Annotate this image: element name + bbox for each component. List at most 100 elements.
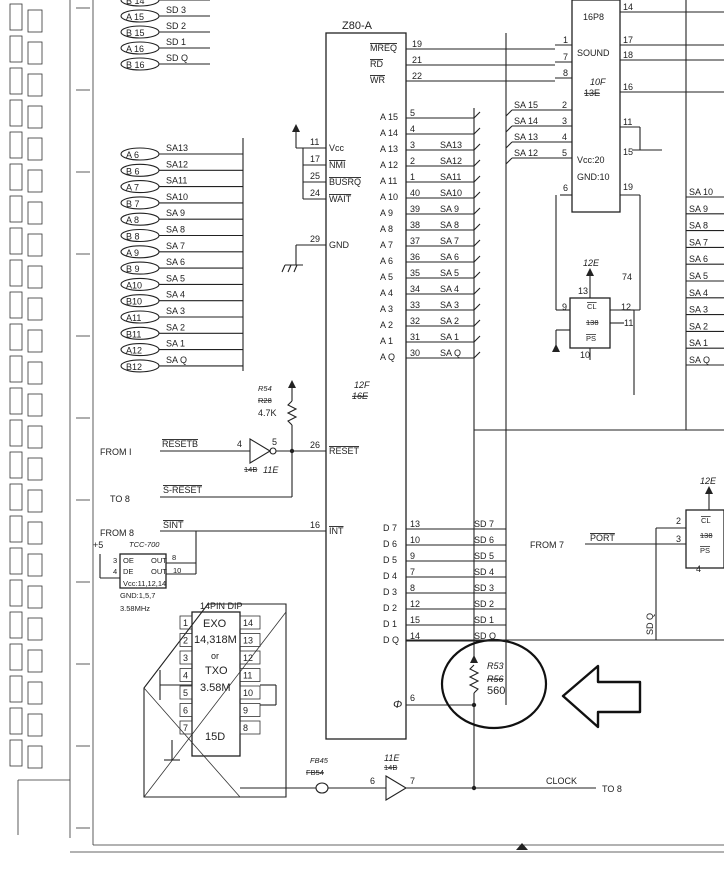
cpu-pin-d6: D 6 — [383, 539, 397, 549]
pal-addr-signal: SA 13 — [514, 132, 538, 142]
addr-signal: SA12 — [440, 156, 462, 166]
flipflop-12e-port: 12E 2 3 4 CL 138 PS FROM 7 PORT SD Q — [406, 476, 724, 641]
cpu-pin-num: 3 — [410, 140, 415, 150]
osc-pin-left: 3 — [183, 653, 188, 663]
connector-signal: SD Q — [166, 53, 188, 63]
svg-text:or: or — [211, 651, 219, 661]
pal-pin-num: 1 — [563, 35, 568, 45]
cpu-pin-vcc: Vcc — [329, 143, 345, 153]
reset-buffer-icon — [249, 438, 272, 464]
cpu-pin-num: 35 — [410, 268, 420, 278]
cpu-pin-num: 4 — [410, 124, 415, 134]
connector-tag: A 15 — [126, 12, 144, 22]
int-sig: SINT — [163, 520, 184, 530]
reset-buf-loc-new: 11E — [263, 465, 279, 475]
connector-tag: B11 — [126, 329, 141, 339]
connector-tag: B 7 — [126, 199, 140, 209]
cpu-pin-int: INT — [329, 526, 344, 536]
cpu-pin-a1: A 1 — [380, 336, 393, 346]
connector-tag: A 9 — [126, 248, 139, 258]
connector-tag: B10 — [126, 297, 142, 307]
pal-addr-signal: SA 14 — [514, 116, 538, 126]
clock-buffer-icon — [385, 775, 408, 801]
svg-text:138: 138 — [700, 531, 713, 540]
cpu-pin-num: 40 — [410, 188, 420, 198]
cpu-pin-reset: RESET — [329, 446, 360, 456]
connector-tag: A10 — [126, 280, 142, 290]
addr-signal: SA 8 — [440, 220, 459, 230]
fb-new: FB45 — [310, 756, 329, 765]
fb-old: FB54 — [306, 768, 324, 777]
reset-buf-loc-old: 14B — [244, 465, 257, 474]
cpu-pin-a3: A 3 — [380, 304, 393, 314]
connector-tag: A 7 — [126, 183, 139, 193]
cpu-pin-num: 39 — [410, 204, 420, 214]
connector-signal: SA 6 — [166, 257, 185, 267]
svg-text:CL: CL — [587, 302, 597, 311]
osc-pin-right: 13 — [243, 636, 253, 646]
svg-text:10: 10 — [580, 350, 590, 360]
cpu-loc-old: 16E — [352, 391, 369, 401]
ferrite-bead-icon — [315, 782, 329, 794]
pal-addr-signal: SA 12 — [514, 148, 538, 158]
cpu-pin-gnd: GND — [329, 240, 350, 250]
cpu-phi-label: Φ — [393, 699, 402, 711]
addr-signal: SA 7 — [440, 236, 459, 246]
addr-signal: SA 6 — [440, 252, 459, 262]
connector-tag: B 14 — [126, 0, 145, 6]
cpu-pin-num: 11 — [310, 137, 319, 147]
cpu-pin-d4: D 4 — [383, 571, 397, 581]
pal-pin-num: 2 — [562, 100, 567, 110]
svg-text:3: 3 — [676, 534, 681, 544]
connector-signal: SA 5 — [166, 273, 185, 283]
cpu-pin-num: 7 — [410, 567, 415, 577]
sheet-border — [9, 0, 724, 853]
clock-to: TO 8 — [602, 784, 622, 794]
svg-text:6: 6 — [370, 776, 375, 786]
cpu-pin-busrq: BUSRQ — [329, 177, 361, 187]
reset-buf-in: 4 — [237, 439, 242, 449]
svg-text:10: 10 — [173, 566, 181, 575]
connector-signal: SA 3 — [166, 306, 185, 316]
cpu-phi-num: 6 — [410, 693, 415, 703]
tcxo-name: TCC-700 — [129, 540, 160, 549]
cpu-title: Z80-A — [342, 20, 373, 32]
cpu-pin-rd: RD — [370, 59, 383, 69]
data-signal: SD 3 — [474, 583, 494, 593]
connector-signal: SA 9 — [166, 208, 185, 218]
pointer-arrow-icon — [561, 664, 642, 729]
cpu-pin-num: 14 — [410, 631, 420, 641]
data-signal: SD 7 — [474, 519, 494, 529]
connector-signal: SD 3 — [166, 5, 186, 15]
addr-signal: SA11 — [440, 172, 461, 182]
bus-signal: SA 2 — [689, 321, 708, 331]
addr-signal: SA 1 — [440, 332, 459, 342]
svg-text:3: 3 — [113, 556, 117, 565]
cpu-pin-num: 29 — [310, 234, 320, 244]
bus-signal: SA 10 — [689, 187, 713, 197]
pal-pin-num: 4 — [562, 132, 567, 142]
clock-sig: CLOCK — [546, 776, 577, 786]
bus-signal: SA 1 — [689, 338, 708, 348]
cpu-pin-wait: WAIT — [329, 194, 352, 204]
cpu-pin-d3: D 3 — [383, 587, 397, 597]
svg-text:12: 12 — [621, 302, 631, 312]
data-signal: SD 6 — [474, 535, 494, 545]
svg-text:PORT: PORT — [590, 533, 615, 543]
margin-strip — [9, 3, 43, 769]
svg-text:DE: DE — [123, 567, 133, 576]
cpu-pin-a4: A 4 — [380, 288, 393, 298]
osc-pin-right: 10 — [243, 688, 253, 698]
svg-text:15D: 15D — [205, 731, 225, 743]
svg-text:OUT: OUT — [151, 556, 167, 565]
bus-signal: SA 6 — [689, 254, 708, 264]
reset-sig: RESETB — [162, 439, 198, 449]
svg-text:13: 13 — [578, 286, 588, 296]
cpu-pin-num: 10 — [410, 535, 420, 545]
connector-signal: SA10 — [166, 192, 188, 202]
osc-pin-left: 4 — [183, 671, 188, 681]
cpu-pin-a10: A 10 — [380, 192, 398, 202]
flipflop-12e: 12E 74 13 9 12 11 10 CL 138 PS — [552, 258, 635, 395]
pal-pin-num: 17 — [623, 35, 633, 45]
